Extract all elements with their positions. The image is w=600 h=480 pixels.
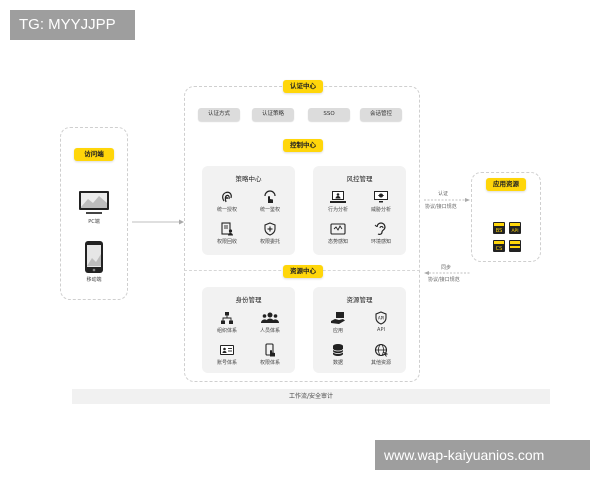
app-resource-bs-label: BS [496, 228, 503, 234]
hand-app-icon [331, 312, 345, 324]
risk-item-behavior: 行为分析 [316, 190, 360, 213]
arrow-access-to-platform [132, 219, 184, 225]
auth-policy-button: 认证策略 [252, 108, 294, 121]
resource-item-app: 应用 [316, 311, 360, 334]
resource-mgmt-panel: 资源管理 应用 API API 数据 [313, 287, 406, 373]
risk-panel-title: 风控管理 [346, 175, 373, 183]
auth-arrow-bottom-label: 协议/接口规范 [425, 204, 457, 210]
resource-mgmt-title: 资源管理 [346, 296, 373, 304]
identity-item-org: 组织体系 [205, 311, 249, 334]
globe-icon [374, 343, 388, 357]
app-resource-api-label: API [511, 228, 518, 234]
identity-item-permission: 权限体系 [248, 343, 292, 366]
access-item-pc: PC端 [70, 190, 118, 225]
risk-item-threat: 威胁分析 [359, 190, 403, 213]
ear-wave-icon [374, 222, 386, 235]
resource-item-data: 数据 [316, 343, 360, 366]
sso-button: SSO [308, 108, 350, 121]
policy-item-revoke: 权限回收 [205, 222, 249, 245]
document-user-icon [221, 222, 233, 236]
monitor-icon [79, 191, 109, 214]
laptop-user-icon [330, 191, 346, 203]
shield-plus-icon [264, 222, 276, 236]
monitor-bug-icon [374, 191, 388, 203]
identity-panel: 身份管理 组织体系 人员体系 [202, 287, 295, 373]
people-icon [261, 312, 279, 323]
access-item-label: PC端 [88, 219, 100, 225]
server-icon [509, 240, 521, 252]
cs-server-icon: CS [493, 240, 505, 252]
app-resource-cs-label: CS [496, 246, 503, 252]
resource-item-api: API API [359, 311, 403, 333]
id-card-icon [220, 345, 234, 355]
watermark-top: TG: MYYJJPP [10, 10, 135, 40]
watermark-bottom: www.wap-kaiyuanios.com [375, 440, 590, 470]
api-shield-icon: API [375, 311, 387, 325]
phone-icon [85, 241, 103, 273]
app-resources-title: 应用资源 [486, 178, 526, 191]
auth-method-button: 认证方式 [198, 108, 240, 121]
identity-item-people: 人员体系 [248, 311, 292, 334]
access-title: 访问端 [74, 148, 114, 161]
risk-item-environment: 环境感知 [359, 222, 403, 245]
risk-item-situation: 态势感知 [316, 222, 360, 245]
sync-arrow-bottom-label: 协议/接口规范 [428, 277, 460, 283]
policy-center-title: 策略中心 [235, 175, 262, 183]
access-item-mobile: 移动端 [70, 240, 118, 283]
resource-center-title: 资源中心 [283, 265, 323, 278]
policy-item-delegate: 权限委托 [248, 222, 292, 245]
arrow-app-to-platform [424, 271, 470, 275]
policy-item-grant: 统一授权 [205, 190, 249, 213]
database-icon [332, 344, 344, 356]
radar-screen-icon [330, 223, 346, 235]
org-chart-icon [221, 312, 233, 324]
risk-panel: 风控管理 行为分析 威胁分析 [313, 166, 406, 255]
api-server-icon: API [509, 222, 521, 234]
access-item-label: 移动端 [86, 277, 102, 283]
bs-server-icon: BS [493, 222, 505, 234]
workflow-audit-bar: 工作流/安全审计 [72, 389, 550, 404]
svg-text:API: API [378, 316, 384, 321]
auth-arrow-top-label: 认证 [438, 191, 449, 197]
resource-item-other: 其他资源 [359, 343, 403, 366]
policy-item-auth: 统一鉴权 [248, 190, 292, 213]
control-center-title: 控制中心 [283, 139, 323, 152]
scan-hand-icon [264, 190, 276, 203]
auth-center-title: 认证中心 [283, 80, 323, 93]
policy-center-panel: 策略中心 统一授权 统一鉴权 权限回收 [202, 166, 295, 255]
identity-item-account: 账号体系 [205, 343, 249, 366]
phone-hand-icon [265, 343, 275, 357]
sync-arrow-top-label: 同步 [441, 265, 452, 271]
identity-panel-title: 身份管理 [235, 296, 262, 304]
fingerprint-touch-icon [222, 191, 232, 203]
session-control-button: 会话管控 [360, 108, 402, 121]
arrow-platform-to-app [424, 198, 470, 202]
